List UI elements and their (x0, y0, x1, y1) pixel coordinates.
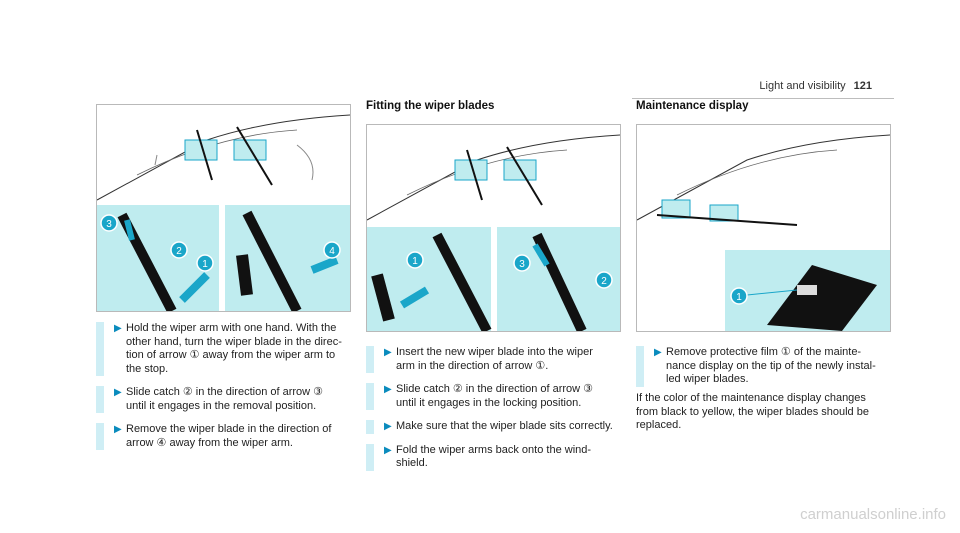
figure-maintenance-display: 1 (636, 124, 891, 332)
step-marker (366, 420, 374, 434)
step-marker (366, 383, 374, 410)
triangle-arrow-icon: ▶ (114, 323, 122, 334)
callout-badge-2: 2 (595, 271, 613, 289)
steps-col1: ▶Hold the wiper arm with one hand. With … (96, 322, 356, 460)
step-marker (96, 423, 104, 450)
svg-text:1: 1 (412, 256, 418, 267)
illustration-car-windshield: 1 3 2 (367, 134, 620, 331)
callout-badge-3: 3 (513, 254, 531, 272)
instruction-step: ▶Remove protective film ① of the mainte-… (636, 346, 906, 387)
step-marker (96, 386, 104, 413)
triangle-arrow-icon: ▶ (384, 384, 392, 395)
figure-remove-wiper: 3 2 1 4 (96, 104, 351, 312)
instruction-step: ▶Make sure that the wiper blade sits cor… (366, 420, 628, 434)
steps-col2: ▶Insert the new wiper blade into the wip… (366, 346, 628, 481)
triangle-arrow-icon: ▶ (384, 444, 392, 456)
instruction-step: ▶Insert the new wiper blade into the wip… (366, 346, 628, 373)
svg-text:2: 2 (601, 276, 607, 287)
figure-fit-wiper: 1 3 2 (366, 124, 621, 332)
step-marker (366, 346, 374, 373)
callout-badge-1: 1 (730, 287, 748, 305)
page-header: Light and visibility 121 (759, 80, 872, 92)
callout-badge-1: 1 (196, 254, 214, 272)
triangle-arrow-icon: ▶ (114, 387, 122, 398)
maintenance-note: If the color of the maintenance display … (636, 392, 869, 431)
callout-badge-1: 1 (406, 251, 424, 269)
step-marker (636, 346, 644, 387)
step-marker (96, 322, 104, 376)
page-number: 121 (853, 80, 872, 92)
callout-badge-4: 4 (323, 241, 341, 259)
instruction-step: ▶Fold the wiper arms back onto the wind-… (366, 443, 628, 471)
section-heading-maintenance: Maintenance display (636, 100, 749, 112)
watermark-footer: carmanualsonline.info (800, 506, 946, 523)
instruction-step: ▶Remove the wiper blade in the direction… (96, 423, 356, 450)
header-rule (632, 98, 894, 99)
svg-text:1: 1 (202, 259, 208, 270)
callout-badge-2: 2 (170, 241, 188, 259)
svg-text:4: 4 (329, 246, 335, 257)
svg-text:3: 3 (519, 259, 525, 270)
illustration-maintenance-display: 1 (637, 134, 890, 331)
section-heading-fitting: Fitting the wiper blades (366, 100, 495, 112)
illustration-car-windshield: 3 2 1 4 (97, 114, 350, 311)
svg-text:3: 3 (106, 219, 112, 230)
steps-col3: ▶Remove protective film ① of the mainte-… (636, 346, 906, 397)
instruction-step: ▶Slide catch ② in the direction of arrow… (366, 383, 628, 410)
instruction-step: ▶Hold the wiper arm with one hand. With … (96, 322, 356, 376)
svg-text:1: 1 (736, 292, 742, 303)
instruction-step: ▶Slide catch ② in the direction of arrow… (96, 386, 356, 413)
callout-badge-3: 3 (100, 214, 118, 232)
triangle-arrow-icon: ▶ (114, 424, 122, 435)
triangle-arrow-icon: ▶ (384, 347, 392, 358)
svg-text:2: 2 (176, 246, 182, 257)
triangle-arrow-icon: ▶ (654, 347, 662, 358)
section-title: Light and visibility (759, 80, 846, 92)
step-marker (366, 443, 374, 471)
triangle-arrow-icon: ▶ (384, 421, 392, 432)
